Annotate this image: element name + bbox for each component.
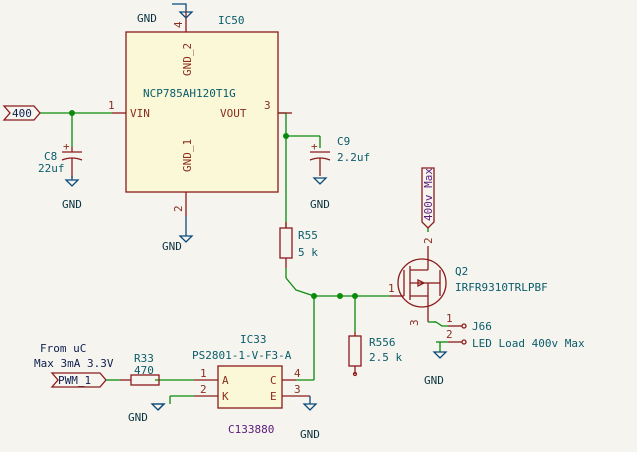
r55-value: 5 k [298, 246, 318, 259]
ic33-pin4-num: 4 [294, 367, 301, 380]
c9-ref: C9 [337, 135, 350, 148]
ic50-value: NCP785AH120T1G [143, 87, 236, 100]
c8-ref: C8 [44, 150, 57, 163]
q2-ref: Q2 [455, 265, 468, 278]
note-max-spec: Max 3mA 3.3V [34, 357, 114, 370]
q2-value: IRFR9310TRLPBF [455, 281, 548, 294]
net-label-400v-max[interactable]: 400v Max [421, 167, 435, 232]
net-label-pwm[interactable]: PWM_1 [50, 372, 120, 388]
c8-value: 22uf [38, 162, 65, 175]
svg-text:+: + [63, 140, 70, 153]
capacitor-c8[interactable]: + C8 22uf GND [38, 140, 83, 211]
ic50-pin1-num: 1 [108, 99, 115, 112]
r556-ref: R556 [369, 336, 396, 349]
ic33-pin-k: K [222, 390, 229, 403]
ic50-pin-gnd2: GND_2 [181, 43, 194, 76]
q2-pin3-num: 3 [408, 319, 421, 326]
ic50-regulator[interactable]: IC50 NCP785AH120T1G VIN VOUT 1 3 2 4 GND… [108, 10, 292, 216]
j66-pin2-num: 2 [446, 328, 453, 341]
ic33-footprint: C133880 [228, 423, 274, 436]
net-label-400-text: 400 [12, 107, 32, 120]
ic50-ref: IC50 [218, 14, 245, 27]
gnd-label: GND [162, 240, 182, 253]
optocoupler-ic33[interactable]: A K C E 1 2 4 3 IC33 PS2801-1-V-F3-A C13… [192, 333, 310, 436]
gnd-label: GND [424, 374, 444, 387]
r33-ref: R33 [134, 352, 154, 365]
capacitor-c9[interactable]: + C9 2.2uf GND [309, 135, 370, 211]
gnd-label: GND [128, 411, 148, 424]
mosfet-q2[interactable]: 1 2 3 Q2 IRFR9310TRLPBF [388, 237, 548, 326]
svg-text:+: + [311, 140, 318, 153]
ic33-pin-e: E [270, 390, 277, 403]
net-label-400[interactable]: 400 [2, 105, 41, 121]
j66-pin1-num: 1 [446, 312, 453, 325]
resistor-r55[interactable]: R55 5 k [279, 222, 318, 268]
ic50-pin4-num: 4 [172, 21, 185, 28]
note-from-uc: From uC [40, 342, 86, 355]
ic33-pin3-num: 3 [294, 383, 301, 396]
ic50-pin3-num: 3 [264, 99, 271, 112]
gnd-symbol: GND [128, 395, 194, 424]
gnd-symbol: GND [162, 216, 194, 253]
connector-j66[interactable]: 1 2 J66 LED Load 400v Max GND [424, 312, 585, 387]
q2-pin1-num: 1 [388, 282, 395, 295]
gnd-label: GND [310, 198, 330, 211]
ic33-pin-a: A [222, 374, 229, 387]
resistor-r33[interactable]: R33 470 [120, 352, 160, 386]
ic50-pin2-num: 2 [172, 205, 185, 212]
q2-pin2-num: 2 [422, 237, 435, 244]
gnd-label: GND [137, 12, 157, 25]
ic33-value: PS2801-1-V-F3-A [192, 349, 292, 362]
gnd-label: GND [300, 428, 320, 441]
ic33-pin1-num: 1 [200, 367, 207, 380]
c9-value: 2.2uf [337, 151, 370, 164]
ic33-pin2-num: 2 [200, 383, 207, 396]
ic33-ref: IC33 [240, 333, 267, 346]
resistor-r556[interactable]: R556 2.5 k [348, 332, 402, 377]
gnd-symbol: GND [137, 3, 194, 25]
j66-ref: J66 [472, 320, 492, 333]
ic50-pin-gnd1: GND_1 [181, 139, 194, 172]
wires [40, 110, 448, 381]
gnd-symbol: GND [300, 396, 320, 441]
net-label-pwm-text: PWM_1 [58, 374, 91, 387]
j66-label: LED Load 400v Max [472, 337, 585, 350]
gnd-label: GND [62, 198, 82, 211]
ic50-pin-vin: VIN [130, 107, 150, 120]
r556-value: 2.5 k [369, 351, 402, 364]
ic50-pin-vout: VOUT [220, 107, 247, 120]
net-label-400v-max-text: 400v Max [422, 168, 435, 221]
r55-ref: R55 [298, 229, 318, 242]
ic33-pin-c: C [270, 374, 277, 387]
r33-value: 470 [134, 364, 154, 377]
